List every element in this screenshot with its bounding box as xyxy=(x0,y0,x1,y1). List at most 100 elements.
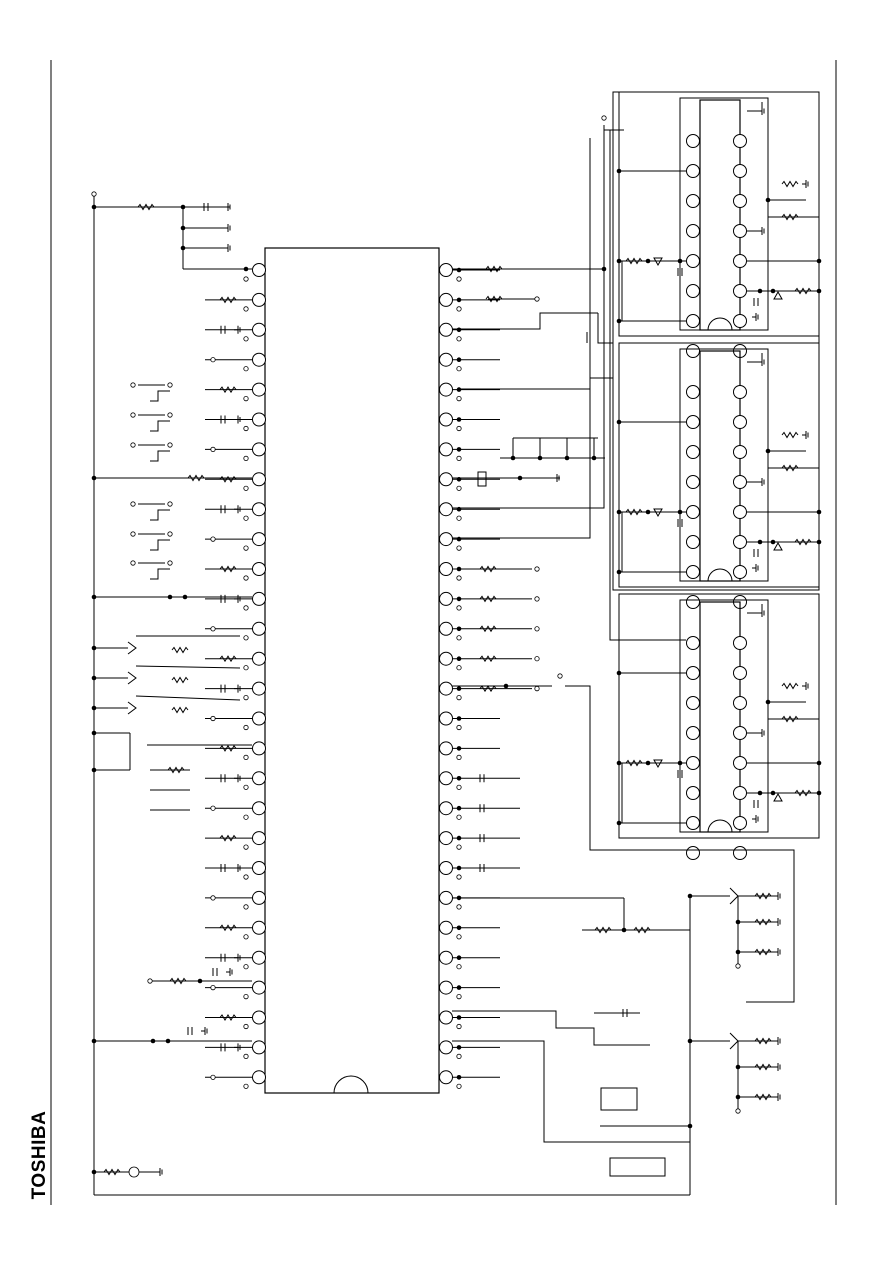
junction-dot xyxy=(677,760,683,766)
main-ic-pin-left xyxy=(252,412,266,427)
sub-ic-pin-left xyxy=(686,595,700,609)
terminal xyxy=(243,545,249,551)
capacitor xyxy=(479,774,485,783)
main-ic-pin-right xyxy=(439,263,453,277)
junction-dot xyxy=(616,258,622,264)
main-ic-pin-left xyxy=(252,591,266,606)
terminal xyxy=(210,715,216,722)
main-ic-pin-left xyxy=(252,861,266,875)
main-ic-pin-left xyxy=(252,532,266,547)
terminal xyxy=(210,626,216,632)
junction-dot xyxy=(91,594,97,600)
resistor xyxy=(754,1093,772,1101)
sub-ic-pin-right xyxy=(733,314,747,328)
terminal xyxy=(167,560,173,566)
wire xyxy=(767,684,806,703)
terminal xyxy=(167,501,173,507)
capacitor xyxy=(220,1043,226,1052)
sub-ic-pin-left xyxy=(686,254,700,268)
capacitor xyxy=(203,203,209,211)
junction-dot xyxy=(816,760,822,766)
terminal xyxy=(456,575,462,581)
capacitor xyxy=(212,968,218,976)
main-ic-pin-right xyxy=(439,1040,453,1055)
terminal xyxy=(456,904,462,910)
resistor xyxy=(219,475,237,483)
resistor xyxy=(794,789,812,797)
junction-dot xyxy=(456,536,462,542)
junction-dot xyxy=(735,949,741,955)
junction-dot xyxy=(645,509,651,515)
transistor xyxy=(127,641,137,655)
terminal xyxy=(456,605,462,611)
ground-symbol xyxy=(752,564,759,572)
terminal xyxy=(243,665,249,671)
main-ic-pin-right xyxy=(439,472,453,487)
junction-dot xyxy=(616,168,622,174)
junction-dot xyxy=(91,705,97,711)
ground-symbol xyxy=(226,968,233,976)
junction-dot xyxy=(770,288,776,294)
toshiba-logo: TOSHIBA xyxy=(22,1105,58,1205)
main-ic-pin-right xyxy=(439,352,453,367)
junction-dot xyxy=(150,1038,156,1044)
terminal xyxy=(243,904,249,910)
ground-symbol xyxy=(752,815,759,823)
varicap-diode xyxy=(653,508,663,518)
terminal xyxy=(243,306,249,312)
main-ic-pin-left xyxy=(252,801,266,816)
sub-ic-pin-right xyxy=(733,385,747,399)
junction-dot xyxy=(645,258,651,264)
terminal xyxy=(147,978,153,984)
terminal xyxy=(243,754,249,761)
sub-ic-pin-right xyxy=(733,415,747,429)
terminal xyxy=(456,455,462,461)
sub-ic-outer-frame xyxy=(612,91,820,591)
terminal xyxy=(456,844,462,850)
rc-network xyxy=(609,1157,666,1177)
sub-ic-pin-right xyxy=(733,445,747,459)
sub-ic-pin-left xyxy=(686,726,700,740)
ground-symbol xyxy=(774,1063,781,1071)
resistor xyxy=(594,926,612,934)
ground-symbol xyxy=(224,244,231,252)
junction-dot xyxy=(456,1075,462,1080)
junction-dot xyxy=(757,288,763,294)
ground-symbol xyxy=(224,224,231,232)
ground-symbol xyxy=(234,774,241,783)
ground-symbol xyxy=(758,729,765,737)
resistor xyxy=(167,766,185,774)
main-ic-pin-left xyxy=(252,442,266,457)
ground-symbol xyxy=(774,1037,781,1045)
ground-symbol xyxy=(802,431,809,439)
ground-symbol xyxy=(774,1093,781,1101)
terminal xyxy=(456,545,462,551)
ground-symbol xyxy=(234,684,241,693)
varicap-diode xyxy=(773,792,783,802)
junction-dot xyxy=(770,539,776,545)
sub-ic-pin-left xyxy=(686,344,700,358)
sub-ic-group xyxy=(460,91,822,860)
main-ic-pin-right xyxy=(439,292,453,307)
terminal xyxy=(456,306,462,312)
terminal xyxy=(210,895,216,901)
terminal xyxy=(456,395,462,402)
main-ic-notch xyxy=(333,1075,369,1094)
terminal xyxy=(456,336,462,342)
sub-ic-pin-right xyxy=(733,636,747,650)
main-ic-pin-right xyxy=(439,920,453,935)
junction-dot xyxy=(456,1045,462,1050)
sub-ic-pin-right xyxy=(733,224,747,238)
terminal xyxy=(210,357,216,363)
resistor xyxy=(794,287,812,295)
capacitor xyxy=(479,804,485,813)
junction-dot xyxy=(616,760,622,766)
sub-ic-notch xyxy=(707,568,733,582)
terminal xyxy=(534,596,540,602)
resistor xyxy=(219,924,237,932)
junction-dot xyxy=(770,790,776,796)
main-ic-pin-right xyxy=(439,711,453,726)
main-ic-pin-right xyxy=(439,771,453,786)
terminal xyxy=(243,814,249,820)
